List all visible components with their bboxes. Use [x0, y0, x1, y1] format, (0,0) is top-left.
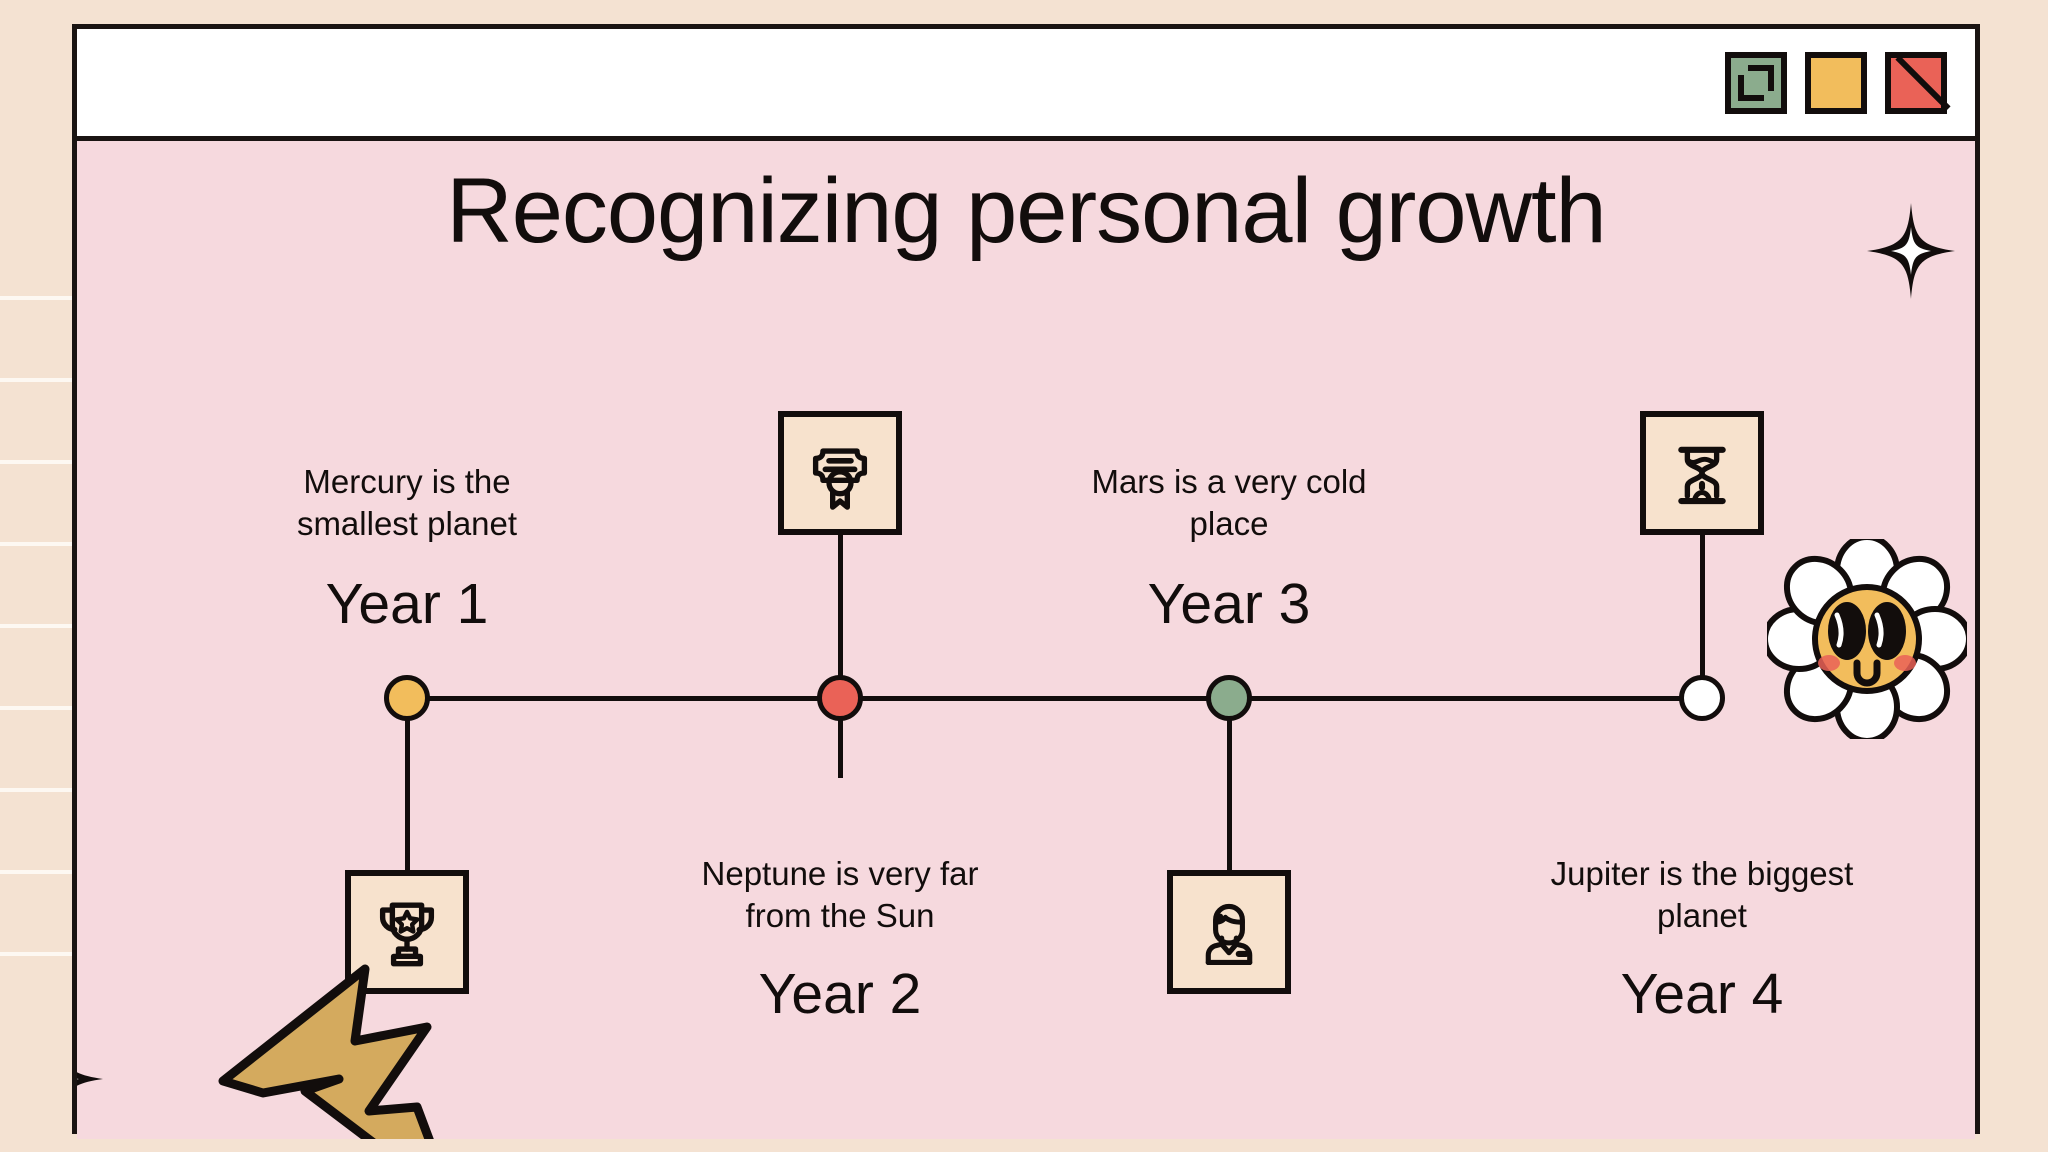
trophy-icon — [379, 902, 435, 967]
restore-corner-icon — [1738, 74, 1764, 101]
timeline-caption-2: Neptune is very far from the Sun — [701, 855, 979, 935]
timeline-caption-3: Mars is a very cold place — [1091, 463, 1367, 543]
businessperson-icon — [1205, 903, 1253, 966]
timeline-dot-3[interactable] — [1206, 675, 1252, 721]
timeline-caption-4: Jupiter is the biggest planet — [1550, 855, 1854, 935]
window-titlebar — [77, 29, 1975, 141]
timeline-dot-4[interactable] — [1679, 675, 1725, 721]
sparkle-icon — [77, 1031, 103, 1127]
brick-line — [0, 706, 72, 710]
timeline-year-4: Year 4 — [1620, 962, 1784, 1026]
lightning-bolt-sticker — [217, 941, 467, 1139]
timeline-stem-4 — [1700, 535, 1705, 698]
timeline-icon-box-2[interactable] — [778, 411, 902, 535]
daisy-flower-sticker — [1762, 534, 1972, 744]
brick-line — [0, 460, 72, 464]
timeline-year-1: Year 1 — [325, 572, 489, 636]
timeline-icon-box-1[interactable] — [345, 870, 469, 994]
sparkle-icon — [1867, 203, 1955, 299]
page-title: Recognizing personal growth — [446, 160, 1606, 262]
window-controls — [1725, 51, 1951, 114]
timeline-dot-2[interactable] — [817, 675, 863, 721]
brick-line — [0, 870, 72, 874]
timeline-icon-box-4[interactable] — [1640, 411, 1764, 535]
hourglass-icon — [1678, 446, 1726, 505]
minimize-button[interactable] — [1805, 51, 1867, 114]
timeline-icon-box-3[interactable] — [1167, 870, 1291, 994]
certificate-icon — [812, 448, 868, 510]
restore-corner-icon — [1748, 64, 1774, 91]
brick-line — [0, 952, 72, 956]
timeline-stem-3 — [1227, 698, 1232, 870]
timeline-caption-1: Mercury is the smallest planet — [296, 463, 518, 543]
restore-button[interactable] — [1725, 51, 1787, 114]
timeline-stem-2b — [838, 698, 843, 778]
timeline-year-2: Year 2 — [758, 962, 922, 1026]
timeline-year-3: Year 3 — [1147, 572, 1311, 636]
timeline-axis — [407, 696, 1707, 701]
close-button[interactable] — [1885, 51, 1951, 114]
timeline-stem-1 — [405, 698, 410, 870]
slide-body: Recognizing personal growth Mercury is t… — [77, 141, 1975, 1139]
brick-line — [0, 378, 72, 382]
browser-window: Recognizing personal growth Mercury is t… — [72, 24, 1980, 1139]
timeline-stem-2 — [838, 535, 843, 698]
brick-line — [0, 624, 72, 628]
brick-pattern-background — [0, 0, 72, 1152]
timeline-dot-1[interactable] — [384, 675, 430, 721]
brick-line — [0, 296, 72, 300]
brick-line — [0, 788, 72, 792]
brick-line — [0, 542, 72, 546]
close-icon — [1895, 54, 1951, 111]
